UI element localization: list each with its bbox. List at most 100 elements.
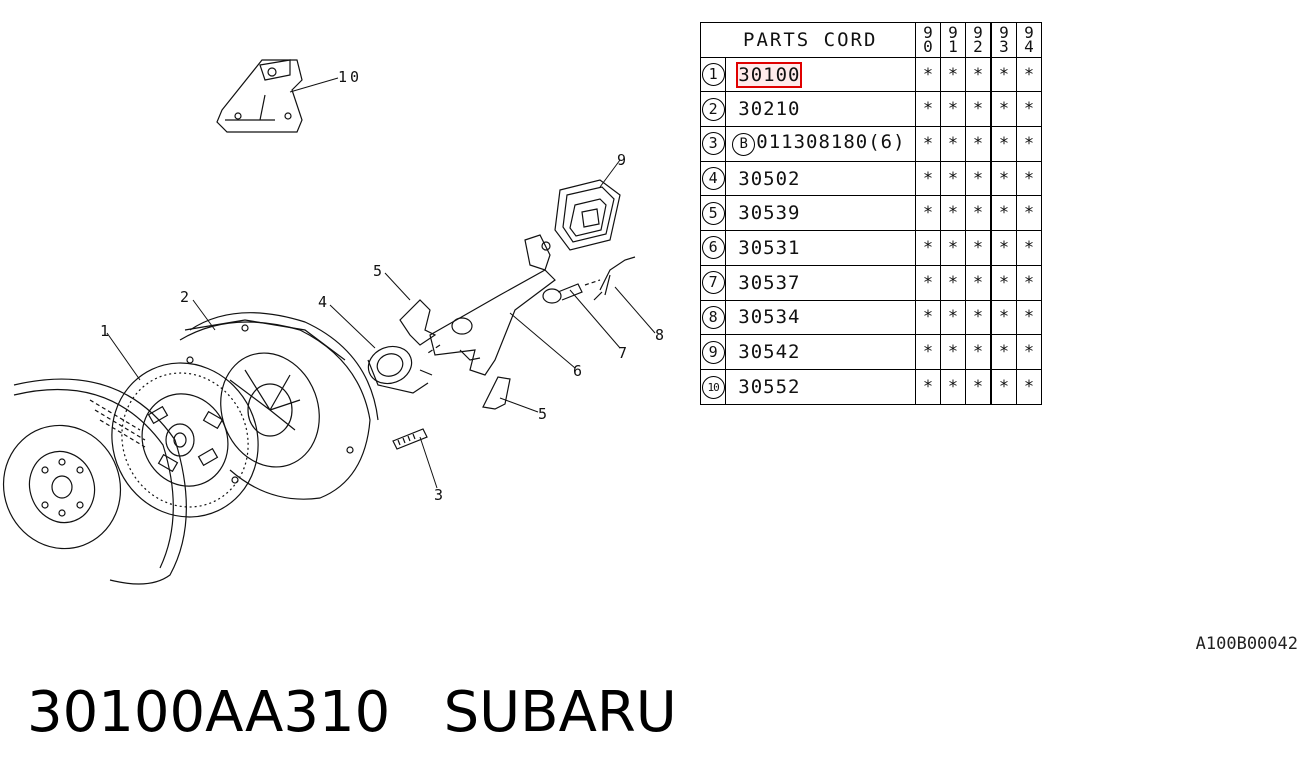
callout-label: 10	[338, 68, 362, 86]
year-availability-cell: *	[1016, 264, 1042, 301]
part-code-cell[interactable]: 30552	[725, 368, 916, 405]
year-availability-cell: *	[965, 91, 992, 128]
brand-name: SUBARU	[443, 680, 677, 745]
circled-index: 3	[701, 132, 725, 156]
part-code[interactable]: 30531	[738, 236, 801, 259]
callout-label: 5	[373, 262, 382, 280]
row-index-cell: 4	[699, 160, 727, 197]
spring-drawing	[593, 256, 636, 301]
part-code-cell[interactable]: 30100	[725, 56, 916, 93]
year-availability-cell: *	[940, 195, 966, 232]
row-index-cell: 10	[699, 368, 727, 405]
year-availability-cell: *	[990, 195, 1017, 232]
part-code-cell[interactable]: 30531	[725, 230, 916, 266]
year-availability-cell: *	[940, 126, 966, 162]
row-index-cell: 7	[699, 264, 727, 301]
circled-index: 6	[701, 236, 725, 260]
part-code-cell[interactable]: 30502	[725, 160, 916, 197]
year-availability-cell: *	[990, 264, 1017, 301]
year-availability-cell: *	[965, 160, 992, 197]
year-availability-cell: *	[915, 368, 941, 405]
year-availability-cell: *	[1016, 299, 1042, 336]
year-availability-cell: *	[1016, 160, 1042, 197]
part-code[interactable]: 30539	[738, 202, 801, 225]
year-availability-cell: *	[965, 195, 992, 232]
year-availability-cell: *	[990, 299, 1017, 336]
part-code[interactable]: 30210	[738, 98, 801, 121]
row-index-cell: 3	[699, 126, 727, 162]
part-code[interactable]: 30537	[738, 271, 801, 294]
part-code-cell[interactable]: 30537	[725, 264, 916, 301]
callout-label: 3	[434, 486, 443, 504]
boot-drawing	[554, 179, 621, 251]
year-availability-cell: *	[940, 91, 966, 128]
parts-cord-header: PARTS CORD	[700, 22, 916, 58]
row-index-cell: 1	[699, 56, 727, 93]
part-code[interactable]: 30552	[738, 375, 801, 398]
year-availability-cell: *	[965, 230, 992, 266]
clip-lower-drawing	[482, 376, 511, 410]
year-availability-cell: *	[915, 334, 941, 370]
circled-index: 2	[701, 97, 725, 121]
year-availability-cell: *	[990, 91, 1017, 128]
bolt-prefix-icon: B	[732, 133, 756, 157]
year-availability-cell: *	[940, 368, 966, 405]
year-availability-cell: *	[1016, 230, 1042, 266]
part-code[interactable]: 30534	[738, 306, 801, 329]
callout-label: 1	[100, 322, 109, 340]
year-availability-cell: *	[965, 334, 992, 370]
year-availability-cell: *	[940, 160, 966, 197]
clutch-exploded-diagram: 1 2 3 4 5 5 6 7 8 9 10	[2, 59, 664, 585]
year-availability-cell: *	[940, 230, 966, 266]
circled-index: 1	[701, 63, 725, 87]
reference-code: A100B00042	[1195, 634, 1298, 654]
year-availability-cell: *	[990, 126, 1017, 162]
year-availability-cell: *	[990, 160, 1017, 197]
year-availability-cell: *	[915, 230, 941, 266]
year-availability-cell: *	[965, 56, 992, 93]
part-number: 30100AA310	[27, 680, 391, 745]
release-fork-drawing	[424, 234, 556, 376]
year-availability-cell: *	[1016, 334, 1042, 370]
circled-index: 4	[701, 167, 725, 191]
part-code[interactable]: 30542	[738, 341, 801, 364]
year-availability-cell: *	[1016, 126, 1042, 162]
part-code-cell[interactable]: 30210	[725, 91, 916, 128]
row-index-cell: 5	[699, 195, 727, 232]
year-availability-cell: *	[990, 56, 1017, 93]
year-availability-cell: *	[915, 126, 941, 162]
year-availability-cell: *	[1016, 368, 1042, 405]
year-availability-cell: *	[1016, 91, 1042, 128]
part-code-cell[interactable]: 30534	[725, 299, 916, 336]
year-availability-cell: *	[965, 299, 992, 336]
row-index-cell: 6	[699, 230, 727, 266]
part-code-cell[interactable]: 30542	[725, 334, 916, 370]
pivot-drawing	[542, 279, 601, 304]
part-code-cell[interactable]: 30539	[725, 195, 916, 232]
callout-label: 9	[617, 151, 626, 169]
part-code[interactable]: 30100	[736, 61, 803, 88]
callout-labels: 1 2 3 4 5 5 6 7 8 9 10	[100, 68, 664, 504]
clutch-disc-drawing	[111, 362, 259, 518]
callout-label: 5	[538, 405, 547, 423]
year-availability-cell: *	[965, 126, 992, 162]
callout-label: 2	[180, 288, 189, 306]
circled-index: 9	[701, 340, 725, 364]
part-code[interactable]: 011308180(6)	[756, 131, 906, 154]
callout-label: 7	[618, 344, 627, 362]
part-code[interactable]: 30502	[738, 167, 801, 190]
